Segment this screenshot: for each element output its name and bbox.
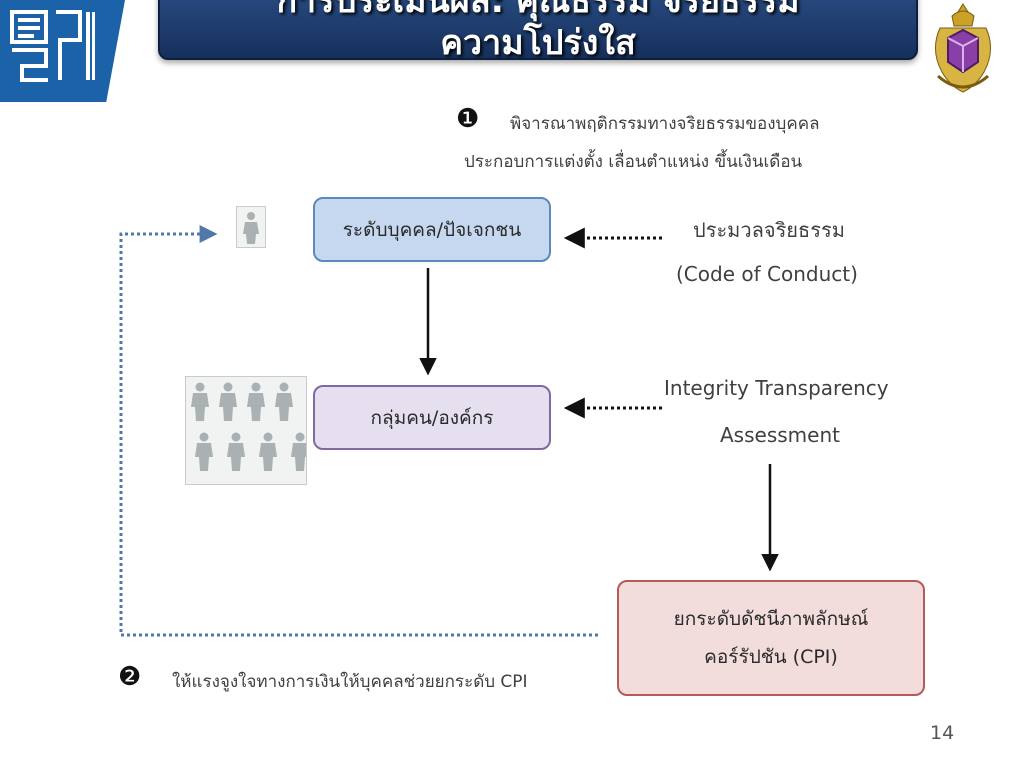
box-group-label: กลุ่มคน/องค์กร bbox=[370, 406, 494, 429]
box-group-organization: กลุ่มคน/องค์กร bbox=[313, 385, 551, 450]
page-title-line1: การประเมินผล: คุณธรรม จริยธรรม bbox=[276, 0, 800, 21]
step-1-text-line1: พิจารณาพฤติกรรมทางจริยธรรมของบุคคล bbox=[510, 114, 820, 134]
box-cpi-line2: คอร์รัปชัน (CPI) bbox=[704, 646, 838, 668]
step-2-marker: ❷ bbox=[118, 662, 142, 692]
people-group-icon bbox=[185, 376, 307, 485]
feedback-loop-arrow bbox=[119, 225, 598, 637]
step-1-text-line2: ประกอบการแต่งตั้ง เลื่อนตำแหน่ง ขึ้นเงิน… bbox=[464, 152, 803, 172]
box-cpi: ยกระดับดัชนีภาพลักษณ์ คอร์รัปชัน (CPI) bbox=[617, 580, 925, 696]
box-individual-level: ระดับบุคคล/ปัจเจกชน bbox=[313, 197, 551, 262]
box-cpi-line1: ยกระดับดัชนีภาพลักษณ์ bbox=[673, 608, 869, 630]
code-of-conduct-english: (Code of Conduct) bbox=[676, 262, 858, 286]
step-2-text: ให้แรงจูงใจทางการเงินให้บุคคลช่วยยกระดับ… bbox=[172, 672, 528, 692]
ita-label-line1: Integrity Transparency bbox=[664, 376, 889, 400]
step-1-marker: ❶ bbox=[456, 104, 480, 134]
title-bar: การประเมินผล: คุณธรรม จริยธรรม ความโปร่ง… bbox=[158, 0, 918, 63]
page-title-line2: ความโปร่งใส bbox=[440, 23, 636, 63]
ita-label-line2: Assessment bbox=[720, 423, 840, 447]
page-number: 14 bbox=[930, 722, 955, 744]
royal-crest-icon bbox=[935, 3, 991, 93]
institute-logo-icon bbox=[10, 10, 95, 82]
code-of-conduct-thai: ประมวลจริยธรรม bbox=[693, 218, 845, 242]
person-icon bbox=[236, 206, 266, 248]
box-individual-label: ระดับบุคคล/ปัจเจกชน bbox=[342, 218, 522, 241]
